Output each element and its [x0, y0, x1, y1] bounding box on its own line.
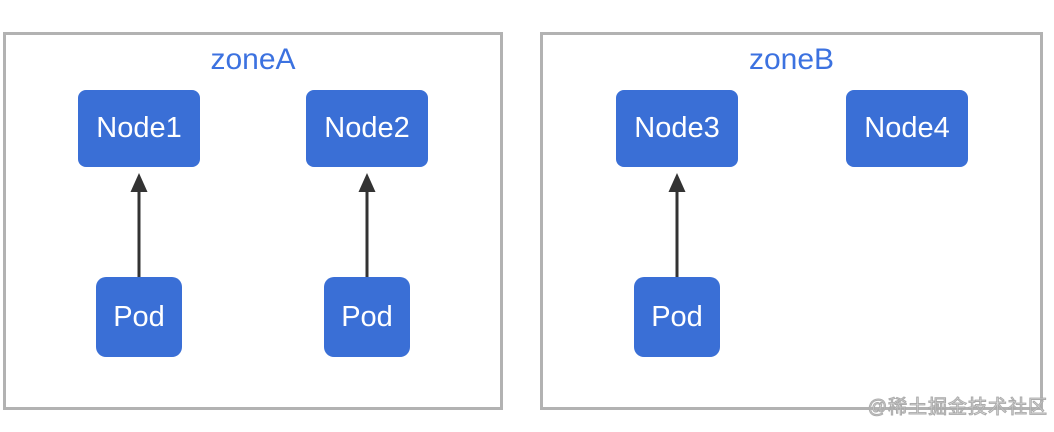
node2-box: Node2	[306, 90, 428, 167]
node1-box: Node1	[78, 90, 200, 167]
watermark-text: @稀土掘金技术社区	[867, 397, 1048, 419]
pod3-box: Pod	[634, 277, 720, 357]
node4-box: Node4	[846, 90, 968, 167]
pod1-box: Pod	[96, 277, 182, 357]
zone-a-title: zoneA	[210, 43, 296, 76]
node3-box: Node3	[616, 90, 738, 167]
zone-b-box: zoneB Node3 Node4 Pod	[540, 32, 1043, 410]
zone-a-box: zoneA Node1 Node2 Pod Pod	[3, 32, 503, 410]
zone-b-title: zoneB	[748, 43, 835, 76]
pod2-box: Pod	[324, 277, 410, 357]
